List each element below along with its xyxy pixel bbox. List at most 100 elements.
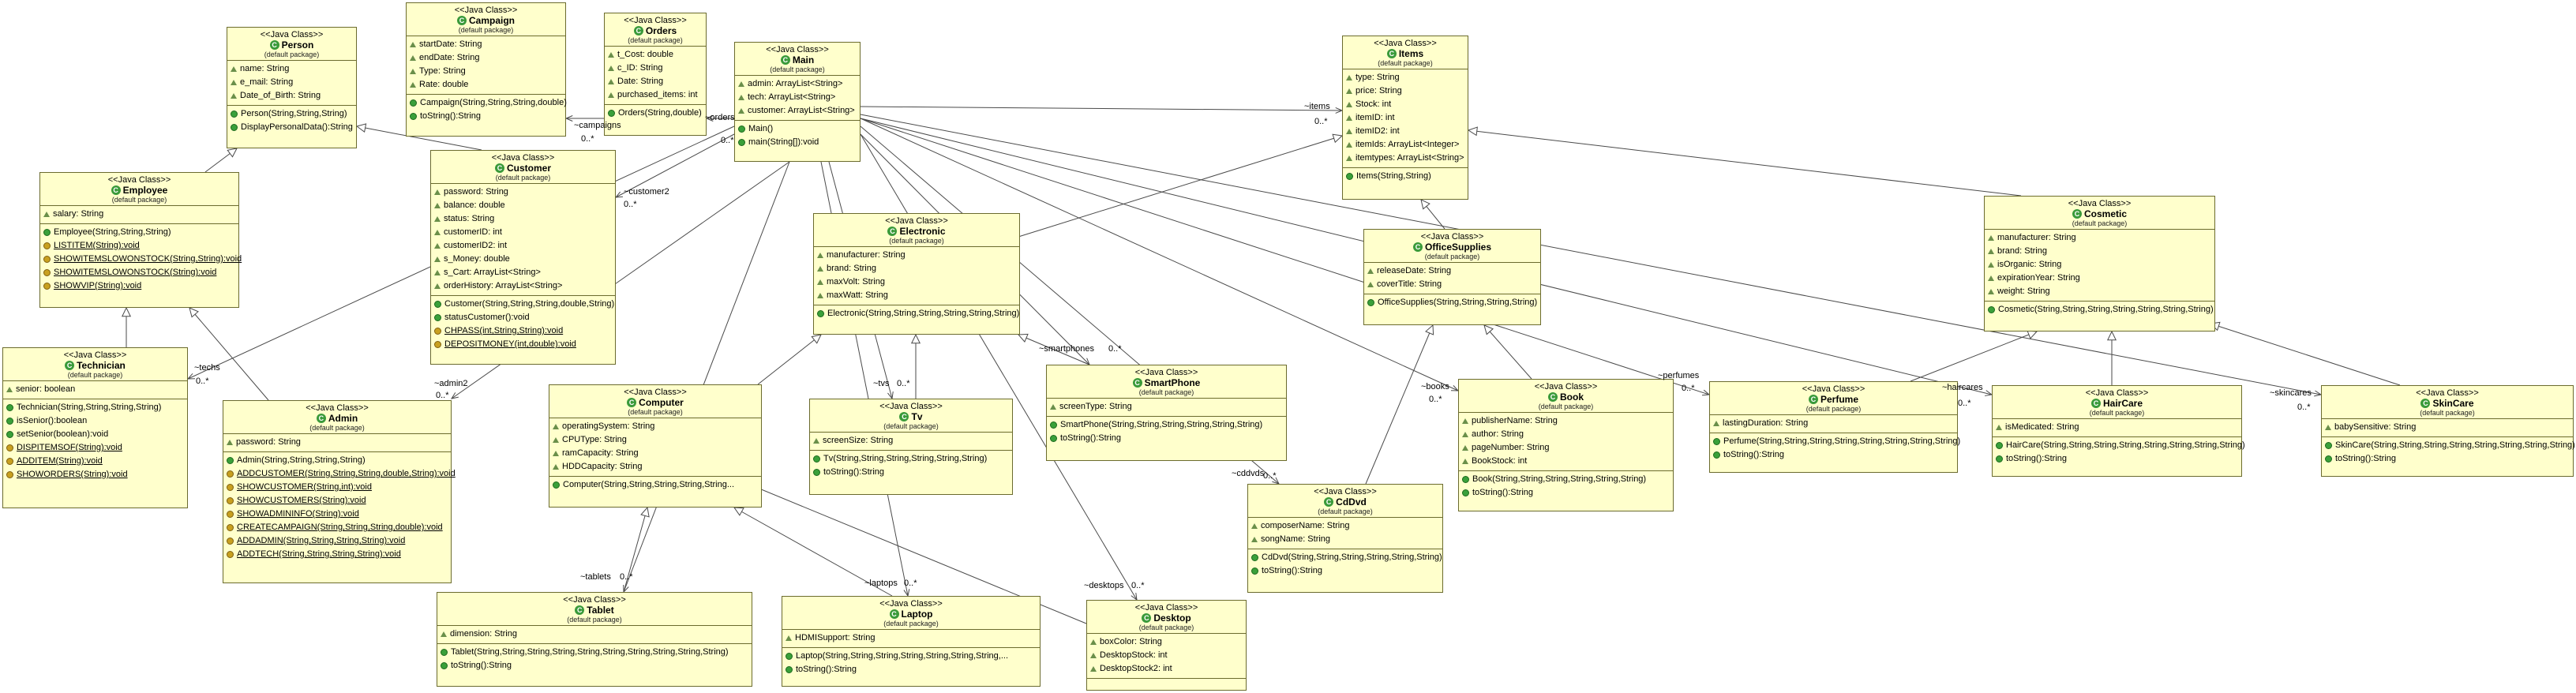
field-icon — [608, 66, 614, 71]
static-method-icon — [227, 484, 234, 491]
field-icon — [553, 451, 559, 456]
method-text: SHOWCUSTOMER(String,int):void — [237, 482, 372, 492]
generalization-edge — [1018, 135, 1343, 238]
generalization-arrowhead — [640, 506, 650, 518]
method-icon — [786, 666, 793, 673]
static-method-icon — [227, 511, 234, 518]
field-text: BookStock: int — [1472, 456, 1528, 466]
association-role-label: ~admin2 — [434, 379, 468, 388]
field-text: HDDCapacity: String — [562, 462, 643, 471]
method-text: Customer(String,String,String,double,Str… — [444, 299, 615, 309]
class-stereotype: <<Java Class>> — [885, 216, 948, 226]
field-row: s_Cart: ArrayList<String> — [434, 266, 612, 279]
field-icon — [817, 266, 823, 272]
field-icon — [410, 42, 416, 47]
generalization-edge — [356, 125, 482, 151]
field-text: t_Cost: double — [617, 50, 673, 59]
method-text: ADDITEM(String):void — [17, 456, 103, 466]
method-row: Orders(String,double) — [608, 107, 703, 120]
field-icon — [1090, 653, 1097, 658]
field-text: DesktopStock: int — [1100, 650, 1168, 660]
method-icon — [817, 310, 824, 317]
field-text: tech: ArrayList<String> — [748, 92, 836, 102]
class-package: (default package) — [889, 237, 944, 245]
method-row: Employee(String,String,String) — [43, 226, 235, 239]
class-stereotype: <<Java Class>> — [563, 595, 626, 605]
field-icon — [738, 81, 744, 87]
method-text: SkinCare(String,String,String,String,Str… — [2335, 440, 2575, 450]
field-text: coverTitle: String — [1377, 279, 1442, 289]
field-row: boxColor: String — [1090, 635, 1243, 649]
multiplicity-label: 0..* — [1429, 395, 1442, 404]
field-row: price: String — [1346, 84, 1464, 98]
field-row: isOrganic: String — [1988, 258, 2211, 272]
fields-compartment: dimension: String — [437, 626, 752, 644]
multiplicity-label: 0..* — [1263, 471, 1277, 481]
field-row: maxVolt: String — [817, 275, 1016, 289]
method-row: Cosmetic(String,String,String,String,Str… — [1988, 303, 2214, 317]
class-icon: C — [627, 398, 637, 407]
field-icon — [608, 92, 614, 98]
class-stereotype: <<Java Class>> — [879, 599, 943, 609]
association-arrowhead — [450, 392, 459, 399]
multiplicity-label: 0..* — [196, 376, 209, 386]
field-text: orderHistory: ArrayList<String> — [444, 281, 563, 290]
static-method-icon — [227, 497, 234, 504]
class-name: Computer — [639, 397, 684, 408]
method-icon — [6, 404, 13, 411]
method-row: Person(String,String,String) — [231, 107, 353, 121]
generalization-arrowhead — [1425, 324, 1434, 335]
field-text: endDate: String — [419, 53, 480, 62]
class-stereotype: <<Java Class>> — [491, 153, 555, 163]
field-icon — [227, 440, 233, 445]
methods-compartment: Orders(String,double) — [605, 105, 706, 122]
field-icon — [608, 52, 614, 58]
method-text: toString():String — [1723, 450, 1785, 459]
class-icon: C — [1132, 378, 1142, 388]
class-icon: C — [1324, 497, 1334, 507]
method-text: toString():String — [451, 661, 512, 670]
association-role-label: ~smartphones — [1039, 344, 1095, 354]
class-stereotype: <<Java Class>> — [454, 6, 518, 15]
field-row: author: String — [1462, 428, 1670, 441]
methods-compartment: Campaign(String,String,String,double)toS… — [407, 95, 567, 125]
static-method-icon — [227, 524, 234, 531]
field-row: pageNumber: String — [1462, 441, 1670, 455]
field-icon — [1090, 639, 1097, 645]
field-row: composerName: String — [1251, 519, 1439, 533]
